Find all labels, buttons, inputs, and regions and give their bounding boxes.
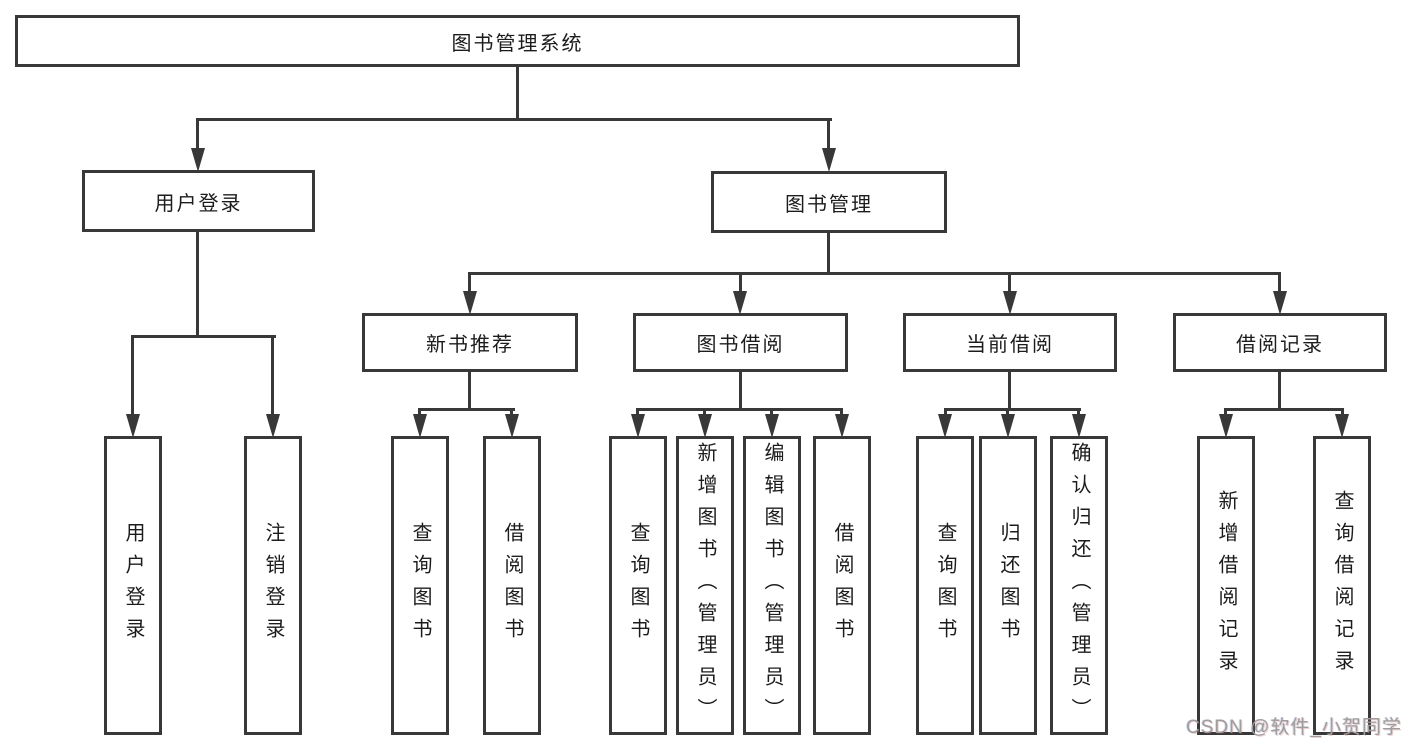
leaf-query-books-recommend-label: 查询图书 [409, 521, 431, 650]
leaf-add-borrow-record: 新增借阅记录 [1197, 436, 1255, 735]
connector-line [636, 408, 843, 411]
leaf-add-borrow-record-label: 新增借阅记录 [1215, 489, 1237, 682]
arrow-down-icon [698, 414, 712, 438]
arrow-down-icon [1335, 414, 1349, 438]
connector-line [703, 408, 706, 416]
connector-line [510, 408, 513, 416]
connector-line [1077, 408, 1080, 416]
node-current-borrow: 当前借阅 [903, 313, 1117, 372]
leaf-query-borrow-record: 查询借阅记录 [1313, 436, 1371, 735]
leaf-edit-book-admin-label: 编辑图书（管理员） [761, 441, 783, 730]
connector-line [1278, 272, 1281, 294]
csdn-watermark: CSDN @软件_小贺同学 [1186, 717, 1402, 738]
arrow-down-icon [1003, 291, 1017, 315]
leaf-query-books-borrow-label: 查询图书 [627, 521, 649, 650]
connector-line [196, 118, 832, 121]
arrow-down-icon [191, 148, 205, 172]
leaf-query-books-recommend: 查询图书 [391, 436, 449, 735]
leaf-add-book-admin: 新增图书（管理员） [676, 436, 734, 735]
leaf-logout: 注销登录 [244, 436, 302, 735]
leaf-confirm-return-admin-label: 确认归还（管理员） [1068, 441, 1090, 730]
arrow-down-icon [822, 148, 836, 172]
leaf-user-login: 用户登录 [104, 436, 162, 735]
connector-line [1341, 408, 1344, 416]
connector-line [131, 335, 134, 415]
node-root: 图书管理系统 [15, 15, 1020, 67]
arrow-down-icon [1001, 414, 1015, 438]
leaf-query-books-current-label: 查询图书 [934, 521, 956, 650]
connector-line [739, 272, 742, 294]
node-book-borrow: 图书借阅 [633, 313, 848, 372]
leaf-user-login-label: 用户登录 [122, 521, 144, 650]
arrow-down-icon [266, 414, 280, 438]
arrow-down-icon [413, 414, 427, 438]
connector-line [418, 408, 421, 416]
leaf-borrow-books-recommend-label: 借阅图书 [501, 521, 523, 650]
connector-line [418, 408, 515, 411]
leaf-logout-label: 注销登录 [262, 521, 284, 650]
arrow-down-icon [505, 414, 519, 438]
connector-line [1006, 408, 1009, 416]
connector-line [131, 335, 276, 338]
connector-line [1224, 408, 1227, 416]
leaf-query-books-borrow: 查询图书 [609, 436, 667, 735]
connector-line [1224, 408, 1344, 411]
arrow-down-icon [1072, 414, 1086, 438]
connector-line [196, 232, 199, 337]
connector-line [468, 372, 471, 410]
arrow-down-icon [938, 414, 952, 438]
node-book-management: 图书管理 [711, 171, 947, 233]
leaf-edit-book-admin: 编辑图书（管理员） [743, 436, 801, 735]
node-user-login-label: 用户登录 [154, 192, 243, 215]
leaf-borrow-books-recommend: 借阅图书 [483, 436, 541, 735]
arrow-down-icon [733, 291, 747, 315]
connector-line [1008, 372, 1011, 410]
leaf-query-books-current: 查询图书 [916, 436, 974, 735]
node-borrow-records: 借阅记录 [1173, 313, 1387, 372]
connector-line [770, 408, 773, 416]
node-current-borrow-label: 当前借阅 [966, 334, 1054, 356]
arrow-down-icon [835, 414, 849, 438]
connector-line [944, 408, 947, 416]
leaf-add-book-admin-label: 新增图书（管理员） [694, 441, 716, 730]
leaf-borrow-books-borrow-label: 借阅图书 [831, 521, 853, 650]
node-user-login: 用户登录 [82, 170, 315, 232]
arrow-down-icon [463, 291, 477, 315]
leaf-confirm-return-admin: 确认归还（管理员） [1050, 436, 1108, 735]
connector-line [516, 66, 519, 120]
arrow-down-icon [1219, 414, 1233, 438]
connector-line [468, 272, 471, 294]
connector-line [1008, 272, 1011, 294]
connector-line [827, 233, 830, 274]
arrow-down-icon [126, 414, 140, 438]
connector-line [271, 335, 274, 415]
node-root-label: 图书管理系统 [451, 32, 584, 55]
node-book-borrow-label: 图书借阅 [696, 334, 785, 356]
arrow-down-icon [1273, 291, 1287, 315]
connector-line [468, 272, 1281, 275]
node-borrow-records-label: 借阅记录 [1236, 334, 1324, 356]
connector-line [1278, 372, 1281, 410]
node-new-book-recommend-label: 新书推荐 [426, 334, 514, 356]
connector-line [196, 118, 199, 152]
connector-line [636, 408, 639, 416]
arrow-down-icon [765, 414, 779, 438]
connector-line [827, 118, 830, 152]
arrow-down-icon [631, 414, 645, 438]
leaf-borrow-books-borrow: 借阅图书 [813, 436, 871, 735]
connector-line [840, 408, 843, 416]
node-book-management-label: 图书管理 [785, 193, 873, 216]
connector-line [944, 408, 1081, 411]
leaf-return-books: 归还图书 [979, 436, 1037, 735]
leaf-query-borrow-record-label: 查询借阅记录 [1331, 489, 1353, 682]
connector-line [739, 372, 742, 410]
node-new-book-recommend: 新书推荐 [362, 313, 578, 372]
leaf-return-books-label: 归还图书 [997, 521, 1019, 650]
